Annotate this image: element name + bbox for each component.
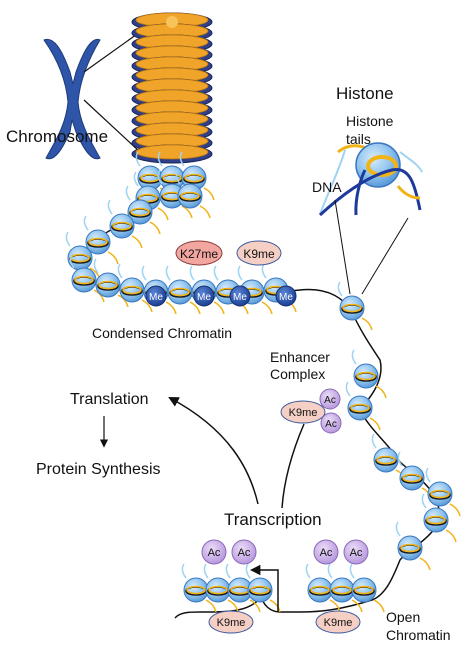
translation-label: Translation <box>70 391 149 408</box>
histone-zoom-line-right <box>361 217 409 295</box>
ac-mark-group: Ac Ac Ac Ac <box>201 539 369 565</box>
nucleosome <box>107 199 143 249</box>
dna-label: DNA <box>312 179 342 195</box>
nucleosome <box>69 253 105 303</box>
transcription-to-translation-arrow <box>168 397 259 505</box>
me-mark: Me <box>229 285 251 307</box>
svg-text:Ac: Ac <box>350 547 363 559</box>
svg-text:Ac: Ac <box>208 547 221 559</box>
protein-synthesis-label: Protein Synthesis <box>36 461 161 478</box>
ac-mark: Ac <box>313 539 339 565</box>
histone-zoom-icon <box>318 142 423 217</box>
fiber-disc <box>131 144 213 164</box>
chromosome-icon <box>43 38 101 160</box>
svg-text:Me: Me <box>197 292 211 303</box>
nucleosome <box>337 281 373 331</box>
fiber-core <box>166 16 178 28</box>
nucleosome <box>165 265 201 315</box>
histone-title: Histone <box>336 84 394 103</box>
me-mark: Me <box>145 285 167 307</box>
chromosome-zoom-line-top <box>83 31 141 73</box>
k27me-mark: K27me <box>175 240 223 266</box>
open-chromatin-label-2: Chromatin <box>386 627 451 643</box>
nucleosome <box>125 185 161 235</box>
me-mark: Me <box>193 285 215 307</box>
nucleosome <box>345 381 381 431</box>
transcription-start-arrow <box>249 564 279 612</box>
ac-mark: Ac <box>343 539 369 565</box>
enhancer-connector <box>281 423 305 509</box>
nucleosome-group: Me Me Me Me <box>65 151 461 613</box>
k9me-mark-right: K9me <box>315 610 361 634</box>
svg-text:Me: Me <box>233 292 247 303</box>
nucleosome <box>245 563 281 613</box>
nucleosome <box>395 521 431 571</box>
svg-text:Ac: Ac <box>238 547 251 559</box>
enhancer-complex-icon: K9me Ac Ac <box>280 388 342 434</box>
k9me-mark-condensed: K9me <box>236 240 282 266</box>
nucleosome <box>203 563 239 613</box>
chromatin-fiber <box>131 12 213 164</box>
condensed-chromatin-label: Condensed Chromatin <box>92 325 232 341</box>
nucleosome <box>117 263 153 313</box>
open-chromatin-label-1: Open <box>386 609 420 625</box>
svg-text:Ac: Ac <box>325 419 337 430</box>
nucleosome <box>351 349 387 399</box>
ac-mark: Ac <box>231 539 257 565</box>
nucleosome <box>93 258 129 308</box>
enhancer-label-1: Enhancer <box>270 349 330 365</box>
nucleosome <box>421 493 457 543</box>
nucleosome <box>83 215 119 265</box>
chromosome-zoom-line-bottom <box>83 99 141 153</box>
histone-zoom-line-left <box>334 199 351 295</box>
svg-text:K9me: K9me <box>324 617 353 629</box>
svg-text:K9me: K9me <box>243 247 275 261</box>
nucleosome <box>371 433 407 483</box>
svg-text:K9me: K9me <box>289 407 318 419</box>
enhancer-label-2: Complex <box>270 366 325 382</box>
svg-text:Me: Me <box>149 292 163 303</box>
svg-text:K27me: K27me <box>180 247 218 261</box>
k9me-mark-left: K9me <box>208 610 254 634</box>
histone-tails-label-1: Histone <box>346 113 394 129</box>
svg-text:Ac: Ac <box>320 547 333 559</box>
nucleosome <box>349 563 385 613</box>
svg-text:K9me: K9me <box>217 617 246 629</box>
chromosome-label: Chromosome <box>6 127 108 146</box>
svg-text:Me: Me <box>279 292 293 303</box>
me-mark: Me <box>275 285 297 307</box>
nucleosome <box>425 467 461 517</box>
nucleosome <box>175 169 211 219</box>
svg-text:Ac: Ac <box>324 395 336 406</box>
transcription-label: Transcription <box>224 510 322 529</box>
histone-tails-label-2: tails <box>346 131 371 147</box>
ac-mark: Ac <box>201 539 227 565</box>
nucleosome <box>157 169 193 219</box>
